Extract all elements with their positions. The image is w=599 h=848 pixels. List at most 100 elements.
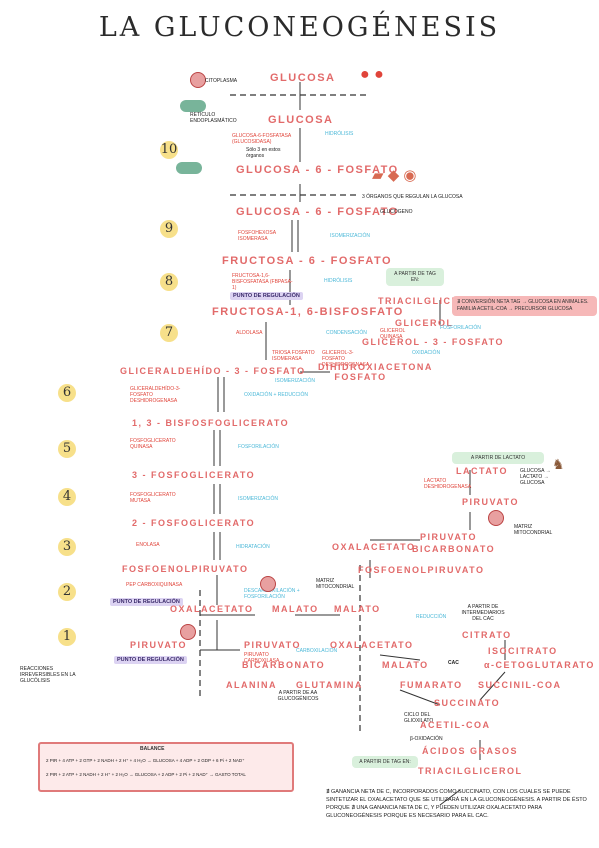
enzyme-8: FRUCTOSA-1,6-BISFOSFATASA (FBPASA-1) bbox=[232, 273, 293, 291]
reticulo-icon bbox=[180, 100, 206, 112]
pink-note: ∄ CONVERSIÓN NETA TAG → GLUCOSA EN ANIMA… bbox=[452, 296, 597, 316]
glicerol: GLICEROL bbox=[395, 318, 454, 328]
step-6: 6 bbox=[58, 384, 76, 402]
reticulo-label: RETÍCULO ENDOPLASMÁTICO bbox=[190, 112, 237, 124]
bo-label: β-OXIDACIÓN bbox=[410, 736, 443, 742]
mito-label: MATRIZ MITOCONDRIAL bbox=[316, 578, 355, 590]
step-5: 5 bbox=[58, 440, 76, 458]
type-3: HIDRATACIÓN bbox=[236, 544, 270, 550]
balance-row-1: 2 PIR + 4 ATP + 2 GTP + 2 NADH + 2 H⁺ + … bbox=[46, 758, 245, 763]
succoa: SUCCINIL-COA bbox=[478, 680, 562, 690]
type-7b: ISOMERIZACIÓN bbox=[275, 378, 316, 384]
cori-note: GLUCOSA → LACTATO → GLUCOSA bbox=[520, 468, 551, 486]
glucogeno-label: GLUCÓGENO bbox=[380, 209, 413, 215]
oaa-m2: OXALACETATO bbox=[330, 640, 414, 650]
reacciones-note: REACCIONES IRREVERSIBLES EN LA GLUCÓLISI… bbox=[20, 666, 76, 684]
ciclo-label: CICLO DEL GLIOXILATO bbox=[404, 712, 434, 724]
cell-icon-3 bbox=[180, 624, 196, 640]
citoplasma-label-1: CITOPLASMA bbox=[205, 78, 238, 84]
desde-tag-box-2: A PARTIR DE TAG EN: bbox=[352, 756, 418, 768]
dhap: DIHIDROXIACETONA FOSFATO bbox=[318, 362, 433, 382]
desde-aa: A PARTIR DE AA GLUCOGÉNICOS bbox=[277, 690, 319, 702]
pg3: 3 - FOSFOGLICERATO bbox=[132, 470, 256, 480]
pg2: 2 - FOSFOGLICERATO bbox=[132, 518, 256, 528]
type-oxid: OXIDACIÓN bbox=[412, 350, 441, 356]
type-10: HIDRÓLISIS bbox=[325, 131, 354, 137]
enzyme-g3p-dh: GLICEROL-3-FOSFATO DESHIDROGENASA bbox=[322, 350, 370, 368]
type-glicerol: FOSFORILACIÓN bbox=[440, 325, 481, 331]
mito-label-2: MATRIZ MITOCONDRIAL bbox=[514, 524, 553, 536]
g6p-er: GLUCOSA - 6 - FOSFATO bbox=[236, 164, 399, 176]
glucosa-top: GLUCOSA bbox=[270, 72, 336, 84]
desde-lact-box: A PARTIR DE LACTATO bbox=[452, 452, 544, 464]
type-5: FOSFORILACIÓN bbox=[238, 444, 279, 450]
type-7: CONDENSACIÓN bbox=[326, 330, 367, 336]
citrato: CITRATO bbox=[462, 630, 512, 640]
type-6: OXIDACIÓN + REDUCCIÓN bbox=[244, 392, 309, 398]
bicarbonato: BICARBONATO bbox=[242, 660, 326, 670]
regulation-2: PUNTO DE REGULACIÓN bbox=[110, 598, 183, 606]
oxalacetato: OXALACETATO bbox=[170, 604, 254, 614]
malato-cac: MALATO bbox=[382, 660, 429, 670]
type-reduc: REDUCCIÓN bbox=[416, 614, 447, 620]
piruvato-m: PIRUVATO bbox=[244, 640, 302, 650]
triacilglicerol: TRIACILGLICEROL bbox=[378, 296, 483, 306]
desde-int: A PARTIR DE INTERMEDIARIOS DEL CAC bbox=[461, 604, 505, 622]
malato-m: MALATO bbox=[334, 604, 381, 614]
step-2: 2 bbox=[58, 583, 76, 601]
acidos-grasos: ÁCIDOS GRASOS bbox=[422, 746, 519, 756]
cac-label: CAC bbox=[448, 660, 459, 666]
akg: α-CETOGLUTARATO bbox=[484, 660, 595, 670]
alanina: ALANINA bbox=[226, 680, 277, 690]
organos-label: 3 ÓRGANOS QUE REGULAN LA GLUCOSA bbox=[362, 194, 463, 200]
f16bp: FRUCTOSA-1, 6-BISFOSFATO bbox=[212, 306, 404, 318]
enzyme-glicerol-q: GLICEROL QUINASA bbox=[380, 328, 406, 340]
type-8: HIDRÓLISIS bbox=[324, 278, 353, 284]
enzyme-5: FOSFOGLICERATO QUINASA bbox=[130, 438, 176, 450]
enzyme-6: GLICERALDEHÍDO-3-FOSFATO DESHIDROGENASA bbox=[130, 386, 181, 404]
bottom-note: ∄ GANANCIA NETA DE C, INCORPORADOS COMO … bbox=[326, 789, 587, 819]
enzyme-2: PEP CARBOXIQUINASA bbox=[126, 582, 183, 588]
step-9: 9 bbox=[160, 220, 178, 238]
type-4: ISOMERIZACIÓN bbox=[238, 496, 279, 502]
organs-icon: ▰ ◆ ◉ bbox=[372, 167, 417, 184]
glucosa: GLUCOSA bbox=[268, 114, 334, 126]
pep: FOSFOENOLPIRUVATO bbox=[122, 564, 249, 574]
enzyme-7: ALDOLASA bbox=[236, 330, 263, 336]
glicerol-3-fosfato: GLICEROL - 3 - FOSFATO bbox=[362, 337, 505, 347]
enzyme-lactato: LACTATO DESHIDROGENASA bbox=[424, 478, 472, 490]
step-4: 4 bbox=[58, 488, 76, 506]
f6p: FRUCTOSA - 6 - FOSFATO bbox=[222, 255, 393, 267]
bicarbonato-l: BICARBONATO bbox=[412, 544, 496, 554]
cell-icon bbox=[190, 72, 206, 88]
oaa-mito: OXALACETATO bbox=[332, 542, 416, 552]
piruvato-l: PIRUVATO bbox=[462, 497, 520, 507]
step-8: 8 bbox=[160, 273, 178, 291]
type-1: CARBOXILACIÓN bbox=[296, 648, 338, 654]
malato-c: MALATO bbox=[272, 604, 319, 614]
desde-tag-box: A PARTIR DE TAG EN: bbox=[386, 268, 444, 286]
step-1: 1 bbox=[58, 628, 76, 646]
step-3: 3 bbox=[58, 538, 76, 556]
type-2: DESCARBOXILACIÓN + FOSFORILACIÓN bbox=[244, 588, 300, 600]
enzyme-10-note: Sólo 3 en estos órganos bbox=[246, 147, 281, 159]
step-7: 7 bbox=[160, 324, 178, 342]
gap: GLICERALDEHÍDO - 3 - FOSFATO bbox=[120, 366, 306, 376]
reticulo-icon-2 bbox=[176, 162, 202, 174]
regulation-8: PUNTO DE REGULACIÓN bbox=[230, 292, 303, 300]
balance-title: BALANCE bbox=[140, 746, 165, 752]
balance-box: BALANCE 2 PIR + 4 ATP + 2 GTP + 2 NADH +… bbox=[38, 742, 294, 792]
balance-row-2: 2 PIR + 2 ATP + 2 NADH + 2 H⁺ + 2 H₂O → … bbox=[46, 772, 246, 777]
cell-icon-2 bbox=[260, 576, 276, 592]
enzyme-4: FOSFOGLICERATO MUTASA bbox=[130, 492, 176, 504]
regulation-1: PUNTO DE REGULACIÓN bbox=[114, 656, 187, 664]
fumarato: FUMARATO bbox=[400, 680, 463, 690]
blood-drop-icon: ● ● bbox=[360, 66, 384, 83]
succinato: SUCCINATO bbox=[434, 698, 501, 708]
enzyme-3: ENOLASA bbox=[136, 542, 160, 548]
triacilglicerol-2: TRIACILGLICEROL bbox=[418, 766, 523, 776]
enzyme-9: FOSFOHEXOSA ISOMERASA bbox=[238, 230, 276, 242]
g6p: GLUCOSA - 6 - FOSFATO bbox=[236, 206, 399, 218]
glutamina: GLUTAMINA bbox=[296, 680, 363, 690]
